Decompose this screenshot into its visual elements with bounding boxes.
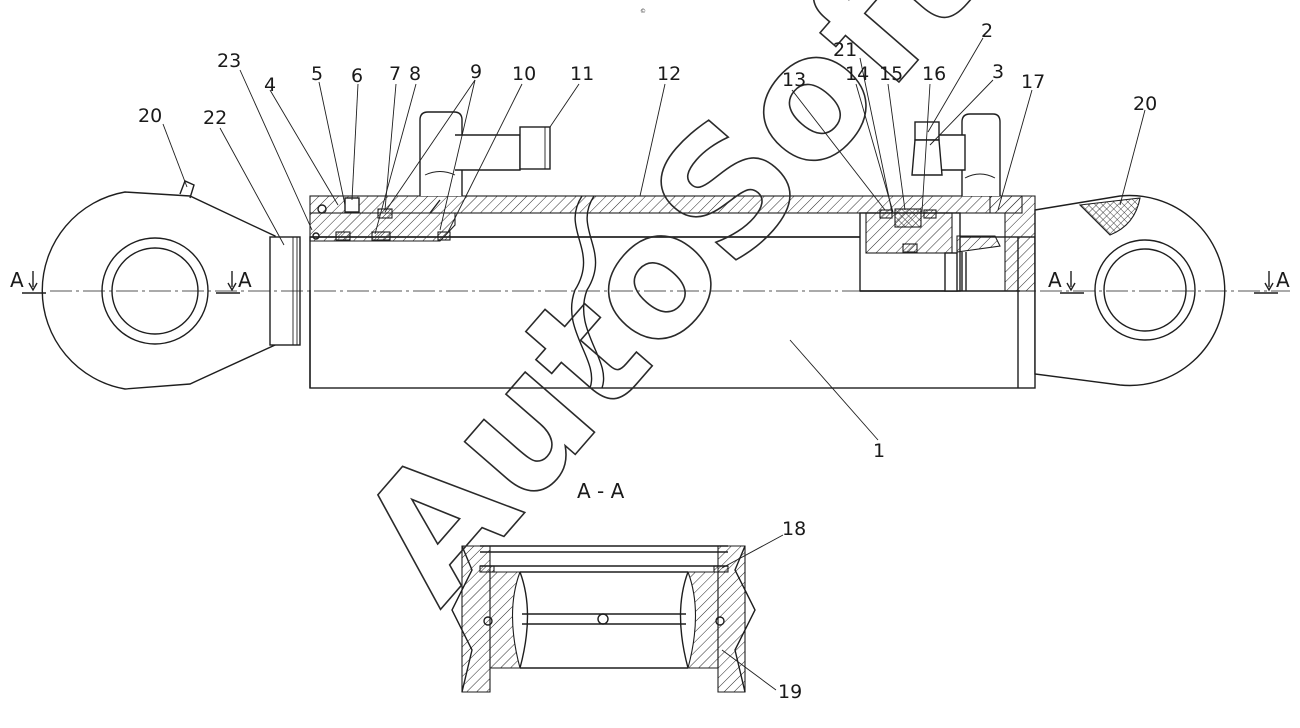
- section-a-a: A - A: [451, 479, 756, 693]
- callout-12: 12: [657, 63, 681, 85]
- callout-1: 1: [873, 440, 885, 462]
- callout-15: 15: [879, 63, 903, 85]
- callout-20-right: 20: [1133, 93, 1157, 115]
- callout-18: 18: [782, 518, 806, 540]
- callout-6: 6: [351, 65, 363, 87]
- section-mark-left-inner: A: [238, 268, 252, 292]
- callout-19: 19: [778, 681, 802, 703]
- section-mark-right-outer: A: [1048, 268, 1062, 292]
- callout-21: 21: [833, 39, 857, 61]
- gland-head: [309, 197, 456, 242]
- callout-10: 10: [512, 63, 536, 85]
- callout-17: 17: [1021, 71, 1045, 93]
- section-mark-right-inner: A: [1276, 268, 1290, 292]
- callout-22: 22: [203, 107, 227, 129]
- callout-13: 13: [782, 69, 806, 91]
- end-cap: [989, 195, 1036, 292]
- piston-assembly: [859, 208, 1020, 292]
- callout-20-left: 20: [138, 105, 162, 127]
- top-mark: ©: [640, 8, 646, 15]
- callout-leaders: [162, 37, 1146, 691]
- section-title: A - A: [577, 479, 625, 503]
- callout-7: 7: [389, 63, 401, 85]
- break-lines: [570, 195, 605, 389]
- callout-labels: 1 2 3 4 5 6 7 8 9 10 11 12 13 14 15 16 1…: [138, 20, 1157, 703]
- callout-14: 14: [845, 63, 869, 85]
- section-markers: A A A A: [10, 268, 1290, 294]
- callout-3: 3: [992, 61, 1004, 83]
- callout-5: 5: [311, 63, 323, 85]
- right-clevis-eye: [1034, 194, 1226, 387]
- callout-9: 9: [470, 61, 482, 83]
- callout-16: 16: [922, 63, 946, 85]
- callout-2: 2: [981, 20, 993, 42]
- left-port-fitting: [419, 111, 551, 196]
- callout-11: 11: [570, 63, 594, 85]
- callout-8: 8: [409, 63, 421, 85]
- callout-4: 4: [264, 74, 276, 96]
- section-mark-left-outer: A: [10, 268, 24, 292]
- callout-23: 23: [217, 50, 241, 72]
